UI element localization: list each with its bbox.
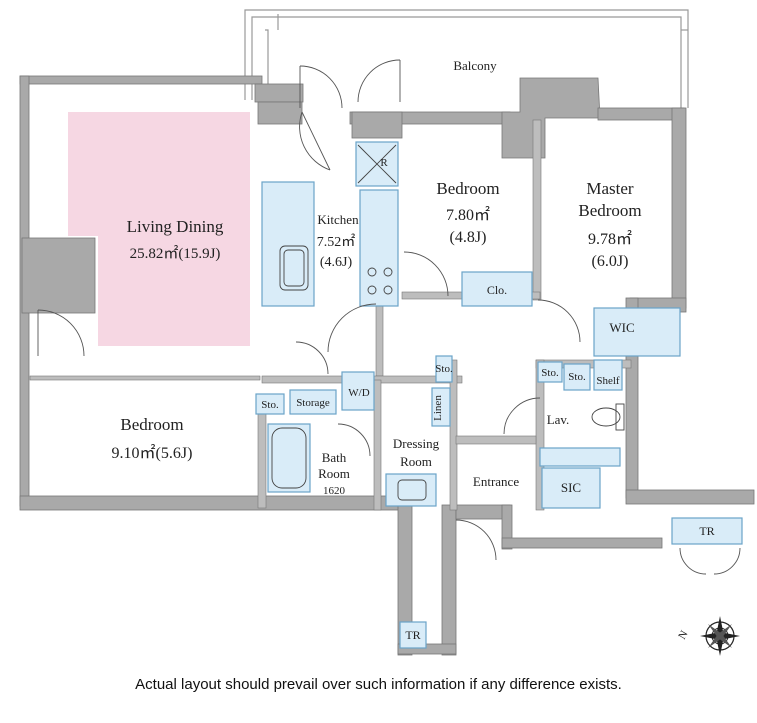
bedroom-center-name: Bedroom	[436, 179, 499, 198]
storage-hall-label: Sto.	[435, 363, 453, 375]
bathtub-box	[267, 423, 311, 493]
sic-box	[541, 467, 601, 509]
storage-left-label: Sto.	[261, 399, 279, 411]
outer-walls	[19, 75, 755, 656]
storage-label: Storage	[296, 397, 330, 409]
trunk-room-top-label: TR	[699, 524, 714, 538]
compass-icon: N	[676, 616, 740, 656]
bedroom-center-area: 7.80㎡	[446, 206, 490, 224]
lav-counter	[539, 447, 621, 467]
storage-box	[289, 389, 337, 415]
sto-bed1-box	[537, 361, 563, 383]
storage-left-box	[255, 393, 285, 415]
balcony-label: Balcony	[453, 58, 497, 73]
dressing-sink	[385, 473, 437, 507]
bedroom-left-area: 9.10㎡(5.6J)	[112, 444, 193, 462]
bath-size: 1620	[323, 485, 346, 497]
tr-top-box	[671, 517, 743, 545]
kitchen-size: (4.6J)	[320, 255, 353, 270]
master-bedroom-name-1: Master	[586, 179, 634, 198]
kitchen-counter	[359, 189, 399, 307]
wic-label: WIC	[609, 320, 634, 335]
fixtures	[255, 141, 743, 649]
bath-line1: Bath	[322, 450, 347, 465]
door-swings	[37, 59, 741, 575]
dressing-line2: Room	[400, 454, 432, 469]
closet	[461, 271, 533, 307]
dressing-line1: Dressing	[393, 436, 440, 451]
bath-line2: Room	[318, 466, 350, 481]
master-bedroom-area: 9.78㎡	[588, 230, 632, 248]
trunk-room-bottom-label: TR	[405, 628, 420, 642]
fixture-details	[271, 144, 625, 501]
sic-label: SIC	[561, 480, 581, 495]
entrance-label: Entrance	[473, 474, 519, 489]
shelf-label: Shelf	[596, 375, 620, 387]
fixture-labels: R Clo. WIC Shelf Sto. Storage W/D Sto. L…	[261, 157, 714, 642]
kitchen-name: Kitchen	[317, 212, 359, 227]
linen-label: Linen	[432, 395, 444, 421]
kitchen-area: 7.52㎡	[317, 234, 356, 250]
washer-box	[341, 371, 375, 411]
linen-box	[431, 387, 451, 427]
living-dining-area: 25.82㎡(15.9J)	[130, 245, 221, 262]
room-labels: Balcony Living Dining 25.82㎡(15.9J) Kitc…	[112, 58, 642, 497]
master-bedroom-name-2: Bedroom	[578, 201, 641, 220]
shelf-box	[593, 359, 623, 391]
bedroom-left-name: Bedroom	[120, 415, 183, 434]
compass-north-label: N	[676, 629, 690, 642]
lavatory-label: Lav.	[547, 412, 570, 427]
kitchen-island	[261, 181, 315, 307]
disclaimer-text: Actual layout should prevail over such i…	[135, 676, 622, 693]
washer-label: W/D	[348, 387, 369, 399]
refrigerator-label: R	[380, 157, 388, 169]
balcony-outline	[244, 9, 689, 108]
storage-bed1-label: Sto.	[541, 367, 559, 379]
living-dining-name: Living Dining	[127, 217, 224, 236]
closet-label: Clo.	[487, 283, 507, 297]
sto-hall-box	[435, 355, 453, 383]
tr-bottom-box	[399, 621, 427, 649]
sto-bed2-box	[563, 363, 591, 391]
living-dining-highlight	[68, 112, 250, 346]
wic-box	[593, 307, 681, 357]
master-bedroom-size: (6.0J)	[592, 253, 629, 270]
storage-bed2-label: Sto.	[568, 371, 586, 383]
bedroom-center-size: (4.8J)	[450, 229, 487, 246]
